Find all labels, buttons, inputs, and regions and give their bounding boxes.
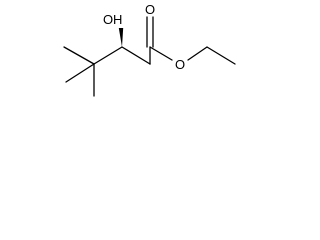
bond-tbu-lower-methyl <box>65 63 95 83</box>
wedge-bond-c3-oh <box>118 28 124 47</box>
carbonyl-oxygen-label: O <box>145 2 155 17</box>
skeletal-structure-diagram: O H O O <box>63 2 236 97</box>
hydroxyl-hydrogen-label: H <box>113 12 122 27</box>
bond-ester-o-to-ch2 <box>187 46 208 61</box>
bond-carbonyl-to-ester-o <box>149 46 173 61</box>
bond-ch2-to-ch3 <box>206 46 236 65</box>
hydroxyl-oxygen-label: O <box>103 12 113 27</box>
bond-tbu-upper-methyl <box>63 46 95 65</box>
bond-tbu-to-c3 <box>93 46 123 65</box>
bond-c3-to-c2 <box>121 46 151 65</box>
ester-oxygen-label: O <box>175 57 185 72</box>
